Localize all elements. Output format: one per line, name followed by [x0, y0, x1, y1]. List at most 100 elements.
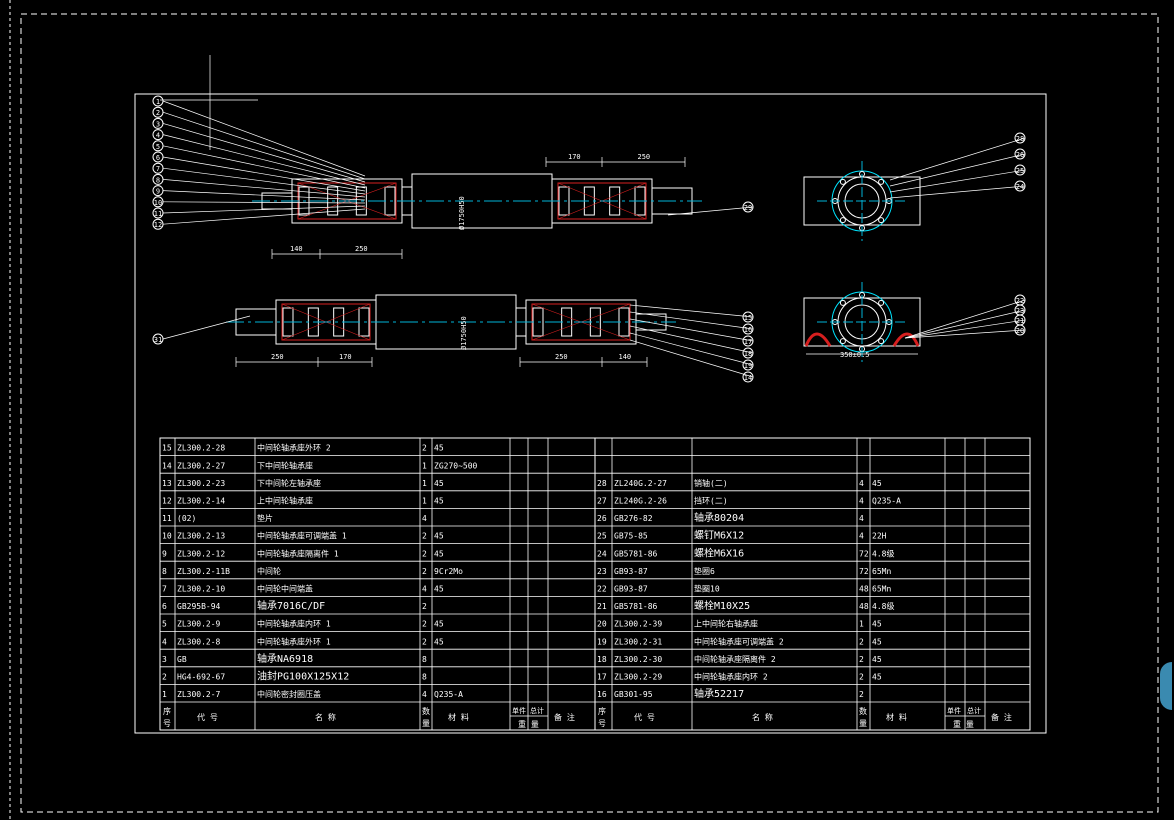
balloon-circle	[152, 218, 164, 230]
bom-cell-qty: 72	[859, 549, 869, 558]
dim-label: 250	[638, 153, 651, 161]
balloon-label: 11	[154, 210, 162, 218]
bom-cell-material: 45	[872, 637, 882, 646]
leader-line	[162, 145, 366, 189]
bom-header-no: 号	[598, 719, 606, 728]
bom-cell-qty: 2	[422, 444, 427, 453]
bom-cell-code: ZL300.2-14	[177, 496, 225, 505]
bom-cell-no: 15	[162, 444, 172, 453]
balloon-circle	[742, 335, 754, 347]
bom-cell-qty: 2	[422, 549, 427, 558]
bolt-hole	[839, 299, 846, 306]
bom-cell-name: 中间轮轴承座外环 1	[257, 636, 331, 646]
bom-cell-code: ZL300.2-11B	[177, 567, 230, 576]
balloon-label: 22	[1016, 297, 1024, 305]
bom-cell-no: 5	[162, 620, 167, 629]
balloon-label: 19	[744, 362, 752, 370]
bom-cell-no: 6	[162, 602, 167, 611]
bom-cell-name: 中间轮轴承座内环 1	[257, 619, 331, 629]
bom-cell-code: ZL300.2-9	[177, 620, 221, 629]
leader-line	[629, 311, 754, 330]
bearing	[561, 307, 573, 337]
side-tab-handle[interactable]	[1160, 662, 1172, 710]
bom-cell-name: 挡环(二)	[694, 495, 728, 505]
bom-cell-qty: 4	[859, 514, 864, 523]
balloon-label: 2	[156, 109, 160, 117]
bom-cell-no: 23	[597, 567, 607, 576]
bom-cell-code: ZL300.2-23	[177, 479, 225, 488]
bom-cell-material: 45	[434, 620, 444, 629]
dim-label: 250	[555, 353, 568, 361]
bolt-hole	[878, 178, 885, 185]
bom-cell-material: 45	[872, 620, 882, 629]
bom-cell-name: 中间轮轴承座可调端盖 2	[694, 636, 784, 646]
bom-cell-qty: 1	[422, 496, 427, 505]
balloon-circle	[152, 162, 164, 174]
side-dim-label: 350±0.5	[840, 351, 870, 359]
part-balloons: 1234567891011122931151617181914282625242…	[152, 95, 1026, 383]
balloon-label: 29	[744, 204, 752, 212]
leader-line	[162, 100, 366, 177]
dim-label: 140	[619, 353, 632, 361]
bom-cell-qty: 4	[422, 514, 427, 523]
bolt-hole	[878, 299, 885, 306]
bom-cell-name: 垫片	[257, 513, 273, 523]
bom-cell-no: 20	[597, 620, 607, 629]
leader-line	[629, 339, 754, 378]
bom-cell-code: GB93-87	[614, 567, 648, 576]
leader-line	[162, 201, 366, 204]
bom-cell-qty: 4	[859, 532, 864, 541]
bom-cell-no: 16	[597, 690, 607, 699]
bom-cell-name: 上中间轮轴承座	[257, 495, 313, 505]
bolt-hole	[839, 338, 846, 345]
bom-header-no: 号	[163, 719, 171, 728]
bom-cell-qty: 2	[422, 602, 427, 611]
leader-line	[889, 169, 1026, 193]
housing-section	[281, 303, 371, 341]
leader-line	[162, 179, 366, 198]
leader-line	[904, 299, 1026, 339]
bom-cell-code: ZL300.2-10	[177, 584, 225, 593]
bom-header-remark: 备 注	[991, 712, 1012, 722]
balloon-label: 10	[154, 199, 162, 207]
side-foot-section	[892, 332, 920, 347]
bom-cell-qty: 2	[859, 655, 864, 664]
balloon-circle	[152, 140, 164, 152]
bom-cell-material: 45	[872, 672, 882, 681]
bom-cell-material: 65Mn	[872, 584, 891, 593]
balloon-circle	[742, 371, 754, 383]
balloon-label: 8	[156, 176, 160, 184]
bom-cell-no: 8	[162, 567, 167, 576]
bom-cell-no: 27	[597, 496, 607, 505]
bom-cell-name: 垫圈6	[694, 566, 715, 576]
bom-header-qty: 量	[859, 719, 867, 728]
bom-cell-material: 22H	[872, 532, 887, 541]
bom-header-code: 代 号	[634, 712, 655, 722]
dim-label: 250	[355, 245, 368, 253]
bom-cell-material: 45	[434, 549, 444, 558]
bom-cell-no: 21	[597, 602, 607, 611]
bom-header-single: 单件	[947, 706, 961, 715]
leader-line	[904, 329, 1026, 339]
bom-cell-no: 22	[597, 584, 607, 593]
dim-label: 170	[339, 353, 352, 361]
bom-cell-material: 45	[434, 444, 444, 453]
bom-cell-material: Q235-A	[434, 690, 463, 699]
bom-cell-qty: 2	[422, 567, 427, 576]
leader-line	[667, 206, 754, 216]
bom-cell-no: 11	[162, 514, 172, 523]
bom-cell-name: 轴承NA6918	[257, 652, 313, 665]
balloon-label: 7	[156, 165, 160, 173]
bom-cell-qty: 72	[859, 567, 869, 576]
bom-cell-name: 轴承7016C/DF	[257, 599, 325, 612]
bom-header-qty: 数	[859, 706, 867, 716]
bom-cell-qty: 48	[859, 584, 869, 593]
outer-dashed-border	[20, 13, 1159, 813]
dim-label: 250	[271, 353, 284, 361]
bom-cell-no: 28	[597, 479, 607, 488]
bom-cell-code: ZL300.2-39	[614, 620, 662, 629]
bom-cell-name: 上中间轮右轴承座	[694, 619, 758, 629]
